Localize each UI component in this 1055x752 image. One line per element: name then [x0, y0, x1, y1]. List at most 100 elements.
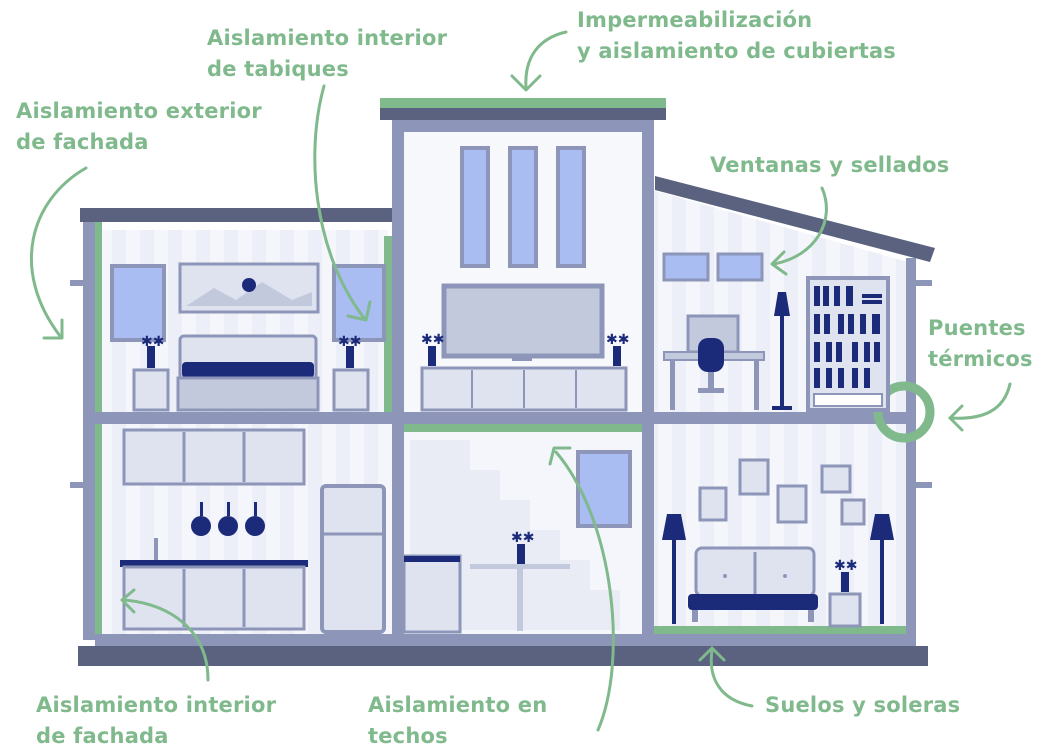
- office-furniture: [662, 252, 890, 412]
- picture-frame: [820, 464, 852, 494]
- left-wall-green: [95, 222, 102, 412]
- flower-icon: ✱✱: [338, 334, 361, 368]
- left-wall: [83, 222, 95, 640]
- label-ceilings: Aislamiento en techos: [368, 690, 547, 752]
- label-roof: Impermeabilización y aislamiento de cubi…: [577, 5, 896, 67]
- lamp-icon: [662, 514, 686, 624]
- label-partitions-line2: de tabiques: [207, 57, 349, 81]
- bedroom-window-left: [110, 264, 166, 342]
- office-chair: [698, 338, 724, 372]
- bedroom-window-right: [332, 264, 386, 342]
- staircase: [410, 440, 620, 630]
- lower-cabinets: [122, 565, 306, 631]
- tv-stand: [512, 356, 532, 361]
- label-partitions: Aislamiento interior de tabiques: [207, 23, 447, 85]
- nightstand-left: [132, 368, 170, 412]
- arrow-icon: [548, 446, 615, 732]
- right-roof: [655, 176, 935, 262]
- tall-window: [460, 146, 490, 268]
- nightstand-right: [332, 368, 370, 412]
- left-roof: [80, 208, 395, 222]
- side-table: [828, 592, 862, 628]
- beam-stub: [916, 482, 932, 488]
- picture-frame: [738, 458, 770, 496]
- lounge-furniture: ✱✱: [662, 458, 894, 628]
- picture-frame: [776, 484, 808, 524]
- stairs-window: [576, 450, 632, 528]
- faucet: [154, 538, 158, 560]
- central-roof-green: [380, 98, 666, 108]
- svg-text:✱✱: ✱✱: [421, 332, 444, 348]
- table-top: [470, 564, 570, 569]
- lamp-icon: [870, 514, 894, 624]
- countertop: [120, 560, 308, 567]
- bed-base: [176, 376, 320, 412]
- tower-top-wall: [392, 120, 654, 132]
- arrow-icon: [510, 30, 568, 92]
- tall-window: [508, 146, 538, 268]
- books: [814, 286, 882, 388]
- bed-blanket: [182, 362, 314, 378]
- beam-stub: [916, 280, 932, 286]
- kitchen-furniture: [120, 428, 386, 634]
- central-roof: [380, 108, 666, 120]
- flower-icon: ✱✱: [511, 530, 534, 564]
- label-interior-facade: Aislamiento interior de fachada: [36, 690, 276, 752]
- floor-green: [654, 626, 906, 634]
- label-roof-line2: y aislamiento de cubiertas: [577, 39, 897, 63]
- tower-right-wall: [642, 120, 654, 640]
- label-exterior-facade-line1: Aislamiento exterior: [16, 99, 262, 123]
- svg-text:✱✱: ✱✱: [834, 558, 857, 574]
- arrow-icon: [120, 588, 210, 682]
- ground-slab-top: [95, 634, 916, 646]
- sofa-seat: [688, 594, 818, 610]
- arrow-icon: [29, 166, 88, 340]
- cabinet: [402, 554, 462, 634]
- right-wall: [906, 258, 916, 640]
- label-ceilings-line1: Aislamiento en: [368, 693, 548, 717]
- picture-frame: [698, 486, 728, 522]
- ceiling-green: [404, 424, 642, 432]
- picture-frame: [840, 498, 866, 526]
- label-roof-line1: Impermeabilización: [577, 8, 813, 32]
- left-wall-green-lower: [95, 424, 102, 634]
- arrow-icon: [313, 84, 372, 322]
- svg-text:✱✱: ✱✱: [606, 332, 629, 348]
- bedroom-furniture: ✱✱ ✱✱: [110, 262, 386, 412]
- painting-sun: [242, 278, 256, 292]
- label-floors: Suelos y soleras: [765, 690, 960, 721]
- label-exterior-facade: Aislamiento exterior de fachada: [16, 96, 262, 158]
- tower-left-wall: [392, 120, 404, 640]
- svg-text:✱✱: ✱✱: [511, 530, 534, 546]
- beam-stub: [70, 280, 84, 286]
- painting-hills: [186, 282, 312, 306]
- living-upper-furniture: ✱✱ ✱✱: [420, 146, 629, 412]
- arrow-icon: [948, 382, 1012, 432]
- tv-screen: [441, 283, 605, 359]
- middle-floor: [95, 412, 916, 424]
- flower-icon: ✱✱: [606, 332, 629, 366]
- label-thermal-bridges-line1: Puentes: [928, 316, 1026, 340]
- beam-stub: [70, 482, 84, 488]
- label-windows: Ventanas y sellados: [710, 150, 950, 181]
- label-interior-facade-line2: de fachada: [36, 724, 169, 748]
- svg-text:✱✱: ✱✱: [141, 334, 164, 350]
- small-window: [716, 252, 764, 282]
- label-interior-facade-line1: Aislamiento interior: [36, 693, 277, 717]
- label-thermal-bridges: Puentes térmicos: [928, 313, 1033, 375]
- label-ceilings-line2: techos: [368, 724, 448, 748]
- upper-cabinets: [122, 428, 306, 486]
- flower-icon: ✱✱: [834, 558, 857, 592]
- arrow-icon: [770, 186, 828, 276]
- arrow-icon: [698, 646, 754, 708]
- svg-text:✱✱: ✱✱: [338, 334, 361, 350]
- label-windows-line1: Ventanas y sellados: [710, 153, 950, 177]
- stairs-furniture: ✱✱: [402, 440, 632, 634]
- tower-left-wall-green: [384, 236, 392, 412]
- fridge: [320, 484, 386, 634]
- pendant-lamps: [191, 502, 265, 536]
- label-floors-line1: Suelos y soleras: [765, 693, 961, 717]
- flower-icon: ✱✱: [421, 332, 444, 366]
- lamp-icon: [772, 292, 792, 410]
